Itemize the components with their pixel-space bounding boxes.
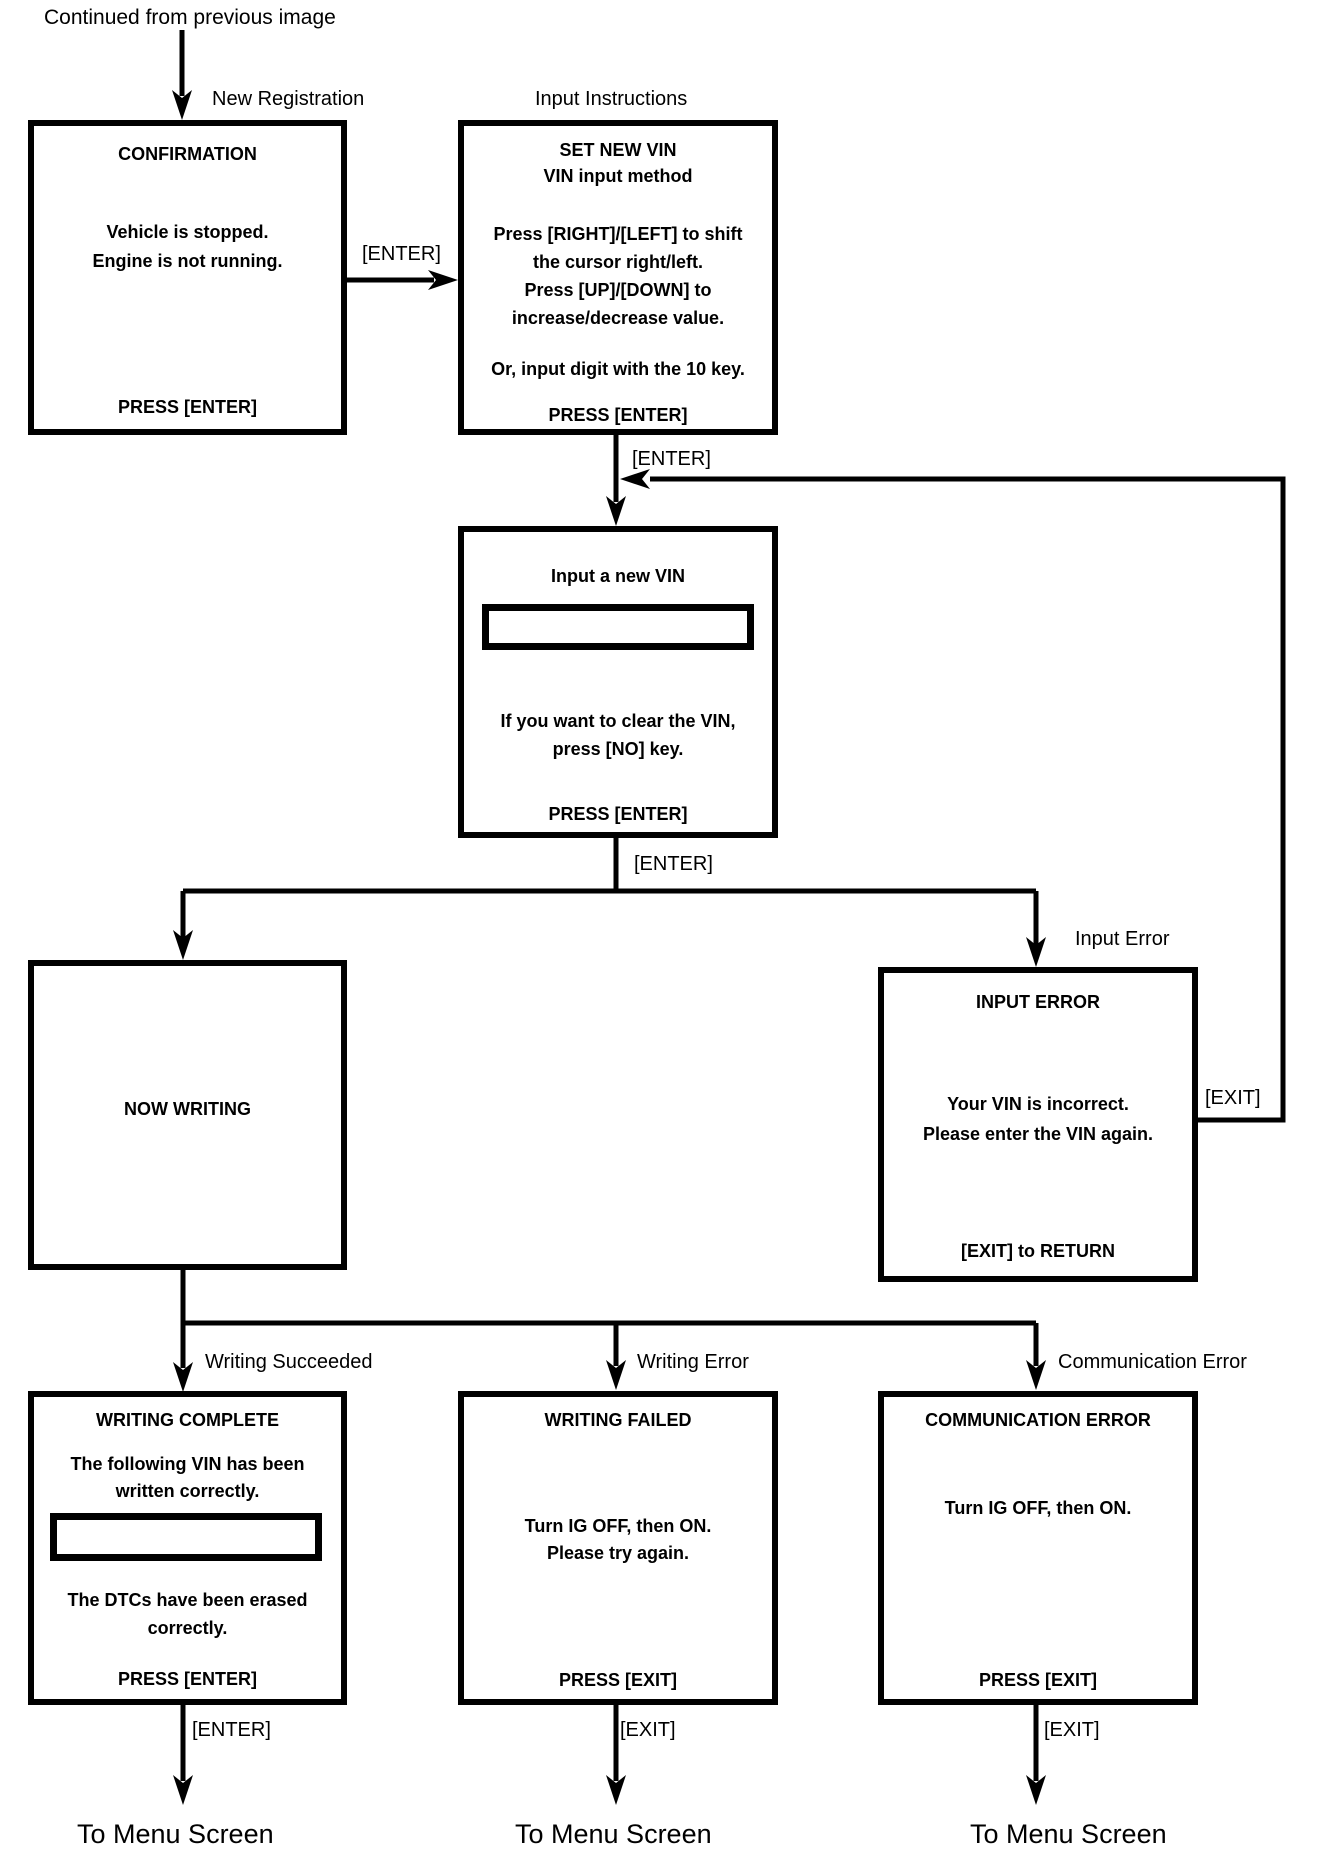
input-new-vin-screen: Input a new VIN If you want to clear the… <box>458 526 778 838</box>
edge-label-writing-succeeded: Writing Succeeded <box>205 1351 373 1373</box>
edge-label-writing-error: Writing Error <box>637 1351 749 1373</box>
arrowhead-return-loop <box>620 469 650 489</box>
arrowhead-into-writingfailed <box>606 1360 626 1390</box>
now-writing-title: NOW WRITING <box>124 1099 251 1119</box>
writing-complete-line2: written correctly. <box>115 1481 260 1501</box>
confirmation-title: CONFIRMATION <box>118 144 257 164</box>
edge-label-input-instructions: Input Instructions <box>535 88 688 110</box>
communication-error-line1: Turn IG OFF, then ON. <box>944 1498 1132 1518</box>
input-error-line1: Your VIN is incorrect. <box>947 1094 1129 1114</box>
edge-label-enter-to-set-vin: [ENTER] <box>362 243 441 265</box>
writing-failed-title: WRITING FAILED <box>544 1410 692 1430</box>
now-writing-screen: NOW WRITING <box>28 960 347 1270</box>
arrowhead-menu-middle <box>606 1775 626 1805</box>
input-new-vin-line1: If you want to clear the VIN, <box>500 711 736 731</box>
written-vin-field <box>50 1513 322 1561</box>
continued-from-previous-label: Continued from previous image <box>44 6 336 29</box>
writing-complete-line3: The DTCs have been erased <box>67 1590 308 1610</box>
confirmation-screen: CONFIRMATION Vehicle is stopped. Engine … <box>28 120 347 435</box>
arrowhead-into-setvin <box>428 270 458 290</box>
writing-complete-screen: WRITING COMPLETE The following VIN has b… <box>28 1391 347 1705</box>
set-new-vin-line3: Press [UP]/[DOWN] to <box>524 280 712 300</box>
writing-complete-line4: correctly. <box>147 1618 228 1638</box>
input-error-screen: INPUT ERROR Your VIN is incorrect. Pleas… <box>878 967 1198 1282</box>
confirmation-line1: Vehicle is stopped. <box>106 222 269 242</box>
input-error-line2: Please enter the VIN again. <box>922 1124 1154 1144</box>
set-new-vin-screen: SET NEW VIN VIN input method Press [RIGH… <box>458 120 778 435</box>
input-new-vin-title: Input a new VIN <box>550 566 685 586</box>
edge-label-enter-to-menu: [ENTER] <box>192 1719 271 1741</box>
arrowhead-into-writingcomplete <box>173 1362 193 1392</box>
edge-label-new-registration: New Registration <box>212 88 365 110</box>
writing-complete-title: WRITING COMPLETE <box>96 1410 279 1430</box>
set-new-vin-footer: PRESS [ENTER] <box>548 405 688 425</box>
communication-error-screen: COMMUNICATION ERROR Turn IG OFF, then ON… <box>878 1391 1198 1705</box>
input-new-vin-footer: PRESS [ENTER] <box>548 804 688 824</box>
vin-input-field <box>482 604 754 650</box>
set-new-vin-subtitle: VIN input method <box>543 166 693 186</box>
arrowhead-menu-right <box>1026 1775 1046 1805</box>
edge-label-exit-return-loop: [EXIT] <box>1205 1087 1261 1109</box>
input-new-vin-line2: press [NO] key. <box>552 739 684 759</box>
set-new-vin-line2: the cursor right/left. <box>532 252 703 272</box>
set-new-vin-line1: Press [RIGHT]/[LEFT] to shift <box>493 224 743 244</box>
arrowhead-into-commerror <box>1026 1360 1046 1390</box>
arrowhead-into-confirmation <box>172 90 192 120</box>
set-new-vin-line5: Or, input digit with the 10 key. <box>491 359 745 379</box>
writing-failed-line1: Turn IG OFF, then ON. <box>524 1516 712 1536</box>
writing-failed-line2: Please try again. <box>546 1543 690 1563</box>
set-new-vin-title: SET NEW VIN <box>559 140 677 160</box>
to-menu-screen-label-left: To Menu Screen <box>77 1819 274 1849</box>
edge-inputerror-exit-return-loop <box>650 476 1286 1123</box>
writing-complete-line1: The following VIN has been <box>70 1454 305 1474</box>
input-error-title: INPUT ERROR <box>975 992 1100 1012</box>
confirmation-line2: Engine is not running. <box>92 251 283 271</box>
arrowhead-into-nowwriting <box>173 930 193 960</box>
communication-error-title: COMMUNICATION ERROR <box>925 1410 1151 1430</box>
communication-error-footer: PRESS [EXIT] <box>978 1670 1098 1690</box>
to-menu-screen-label-middle: To Menu Screen <box>515 1819 712 1849</box>
arrowhead-into-inputerror <box>1026 937 1046 967</box>
edge-label-enter-to-input-vin: [ENTER] <box>632 448 711 470</box>
confirmation-footer: PRESS [ENTER] <box>117 397 258 417</box>
edge-label-enter-to-writing: [ENTER] <box>634 853 713 875</box>
set-new-vin-line4: increase/decrease value. <box>511 308 725 328</box>
edge-label-exit-to-menu-failed: [EXIT] <box>620 1719 676 1741</box>
to-menu-screen-label-right: To Menu Screen <box>970 1819 1167 1849</box>
arrowhead-into-inputvin <box>606 496 626 526</box>
edge-label-communication-error: Communication Error <box>1058 1351 1247 1373</box>
edge-label-exit-to-menu-comm: [EXIT] <box>1044 1719 1100 1741</box>
writing-failed-screen: WRITING FAILED Turn IG OFF, then ON. Ple… <box>458 1391 778 1705</box>
arrowhead-menu-left <box>173 1775 193 1805</box>
writing-complete-footer: PRESS [ENTER] <box>117 1669 258 1689</box>
writing-failed-footer: PRESS [EXIT] <box>558 1670 678 1690</box>
edge-label-input-error: Input Error <box>1075 928 1170 950</box>
input-error-footer: [EXIT] to RETURN <box>961 1241 1115 1261</box>
